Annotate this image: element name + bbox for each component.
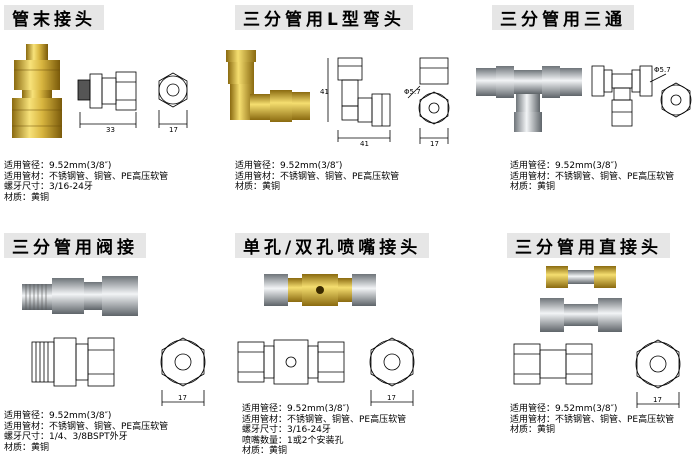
spec-line: 适用管材：不锈钢管、铜管、PE高压软管	[4, 171, 169, 182]
spec-line: 适用管材：不锈钢管、铜管、PE高压软管	[4, 421, 169, 432]
tee-drawing: Φ5.7	[590, 60, 700, 140]
section-title-tee: 三分管用三通	[492, 4, 634, 30]
spec-line: 适用管径：9.52mm(3/8″)	[4, 411, 112, 421]
steel-valve-connector-photo	[20, 268, 140, 324]
section-title-end-connector: 管末接头	[4, 4, 104, 30]
dim-hex: 17	[387, 394, 396, 402]
dim-height: 41	[320, 88, 329, 96]
spec-line: 喷嘴数量：1或2个安装孔	[242, 435, 344, 446]
spec-line: 材质：黄铜	[235, 182, 281, 192]
valve-connector-drawing: 17	[30, 334, 210, 408]
dim-hex: 17	[430, 140, 439, 148]
spec-block-straight-connector: 适用管径：9.52mm(3/8″) 适用管材：不锈钢管、铜管、PE高压软管 材质…	[510, 404, 674, 436]
spec-block-tee: 适用管径：9.52mm(3/8″) 适用管材：不锈钢管、铜管、PE高压软管 材质…	[510, 161, 674, 193]
spec-line: 适用管材：不锈钢管、铜管、PE高压软管	[510, 171, 675, 182]
title-text: 单孔/双孔喷嘴接头	[235, 232, 430, 258]
nozzle-connector-photo	[262, 268, 380, 312]
spec-line: 螺牙尺寸：3/16-24牙	[242, 425, 331, 435]
spec-line: 适用管径：9.52mm(3/8″)	[510, 404, 618, 414]
straight-connector-drawing: 17	[512, 336, 682, 410]
brass-l-elbow-photo	[220, 48, 320, 138]
spec-line: 适用管径：9.52mm(3/8″)	[4, 161, 112, 171]
spec-block-end-connector: 适用管径：9.52mm(3/8″) 适用管材：不锈钢管、铜管、PE高压软管 螺牙…	[4, 161, 168, 203]
title-text: 三分管用阀接	[4, 232, 146, 258]
end-connector-drawing: 33 17	[70, 70, 220, 140]
l-elbow-drawing: 41 41 17 Φ5.7	[320, 50, 470, 150]
dim-hole: Φ5.7	[404, 88, 421, 96]
spec-line: 适用管材：不锈钢管、铜管、PE高压软管	[242, 414, 407, 425]
dim-hex: 17	[653, 396, 662, 404]
brass-end-connector-photo	[6, 44, 68, 142]
dim-length: 41	[360, 140, 369, 148]
section-title-nozzle-connector: 单孔/双孔喷嘴接头	[235, 232, 430, 258]
spec-block-l-elbow: 适用管径：9.52mm(3/8″) 适用管材：不锈钢管、铜管、PE高压软管 材质…	[235, 161, 399, 193]
title-text: 三分管用三通	[492, 4, 634, 30]
spec-line: 材质：黄铜	[4, 442, 50, 453]
section-title-valve-connector: 三分管用阀接	[4, 232, 146, 258]
spec-line: 适用管径：9.52mm(3/8″)	[242, 404, 350, 414]
straight-connector-photo	[540, 262, 626, 338]
nozzle-connector-drawing: 17	[236, 334, 426, 408]
steel-tee-photo	[474, 56, 586, 136]
spec-line: 适用管径：9.52mm(3/8″)	[235, 161, 343, 171]
spec-line: 材质：黄铜	[510, 182, 556, 192]
spec-line: 材质：黄铜	[510, 425, 556, 435]
spec-line: 螺牙尺寸：3/16-24牙	[4, 182, 93, 192]
title-text: 管末接头	[4, 4, 104, 30]
spec-line: 材质：黄铜	[242, 446, 288, 456]
dim-hole: Φ5.7	[654, 66, 671, 74]
spec-block-nozzle-connector: 适用管径：9.52mm(3/8″) 适用管材：不锈钢管、铜管、PE高压软管 螺牙…	[242, 404, 406, 457]
section-title-l-elbow: 三分管用L型弯头	[235, 4, 413, 30]
spec-line: 螺牙尺寸：1/4、3/8BSPT外牙	[4, 432, 128, 442]
title-text: 三分管用直接头	[507, 232, 670, 258]
spec-line: 适用管材：不锈钢管、铜管、PE高压软管	[235, 171, 400, 182]
spec-line: 材质：黄铜	[4, 192, 50, 203]
spec-line: 适用管径：9.52mm(3/8″)	[510, 161, 618, 171]
dim-hex: 17	[169, 126, 178, 134]
spec-line: 适用管材：不锈钢管、铜管、PE高压软管	[510, 414, 675, 425]
dim-hex: 17	[178, 394, 187, 402]
spec-block-valve-connector: 适用管径：9.52mm(3/8″) 适用管材：不锈钢管、铜管、PE高压软管 螺牙…	[4, 411, 168, 453]
dim-length: 33	[106, 126, 115, 134]
title-text: 三分管用L型弯头	[235, 4, 413, 30]
section-title-straight-connector: 三分管用直接头	[507, 232, 670, 258]
